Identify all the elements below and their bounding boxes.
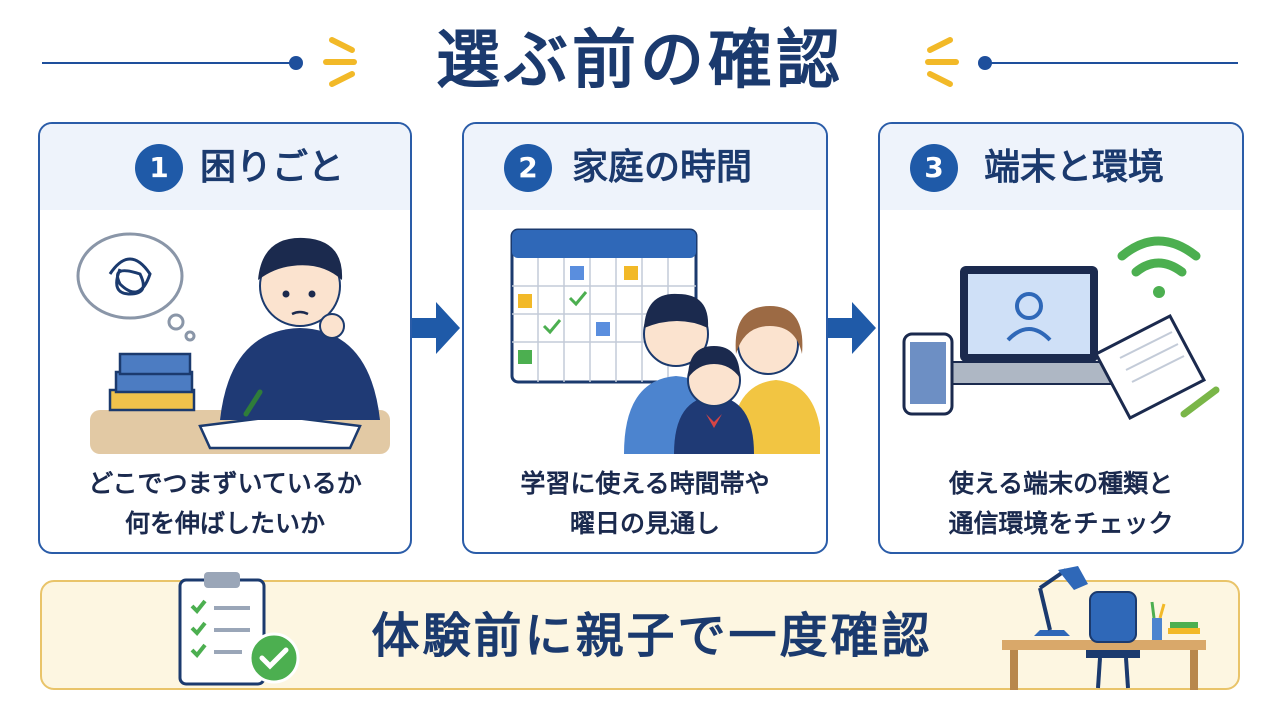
header-dot-left <box>289 56 303 70</box>
family-calendar-illustration <box>510 228 820 454</box>
thought-bubble-icon <box>76 232 196 342</box>
step-card-family-time: 2 家庭の時間 <box>462 122 828 554</box>
step-description: どこでつまずいているか 何を伸ばしたいか <box>40 464 410 544</box>
step-number-badge: 3 <box>910 144 958 192</box>
step-card-header <box>40 124 410 210</box>
arrow-right-icon <box>412 302 460 354</box>
step-number-badge: 1 <box>135 144 183 192</box>
banner-message: 体験前に親子で一度確認 <box>371 608 933 664</box>
wifi-icon <box>1117 236 1201 298</box>
step-description: 学習に使える時間帯や 曜日の見通し <box>464 464 826 544</box>
clipboard-checklist-icon <box>178 572 300 686</box>
step-description-line: 使える端末の種類と <box>948 469 1174 498</box>
step-card-troubles: 1 困りごと どこでつまずいているか 何を伸ばしたいか <box>38 122 412 554</box>
step-number-badge: 2 <box>504 144 552 192</box>
devices-illustration <box>902 236 1220 421</box>
step-title: 困りごと <box>200 147 345 188</box>
step-description: 使える端末の種類と 通信環境をチェック <box>880 464 1242 544</box>
lamp-icon <box>1034 566 1088 636</box>
chair-icon <box>1086 591 1140 689</box>
arrow-right-icon <box>828 302 876 354</box>
header: 選ぶ前の確認 <box>0 0 1280 120</box>
step-description-line: 学習に使える時間帯や <box>520 469 770 498</box>
header-divider-left <box>42 62 292 64</box>
header-dot-right <box>978 56 992 70</box>
page-title: 選ぶ前の確認 <box>436 24 844 98</box>
sparkle-icon-left <box>323 37 357 87</box>
notepad-icon <box>1093 313 1220 421</box>
desk-lamp-chair-icon <box>1002 566 1206 690</box>
student-thinking-illustration <box>76 232 390 454</box>
step-description-line: 曜日の見通し <box>569 509 720 538</box>
step-card-device-environment: 3 端末と環境 <box>878 122 1244 554</box>
tablet-icon <box>902 332 954 416</box>
step-title: 家庭の時間 <box>572 147 753 188</box>
step-description-line: 通信環境をチェック <box>948 509 1174 538</box>
sparkle-icon-right <box>925 37 959 87</box>
confirmation-banner: 体験前に親子で一度確認 <box>40 566 1240 690</box>
header-divider-right <box>988 62 1238 64</box>
step-title: 端末と環境 <box>984 147 1165 188</box>
step-description-line: どこでつまずいているか <box>88 469 362 498</box>
step-description-line: 何を伸ばしたいか <box>124 509 325 538</box>
laptop-icon <box>932 266 1126 385</box>
